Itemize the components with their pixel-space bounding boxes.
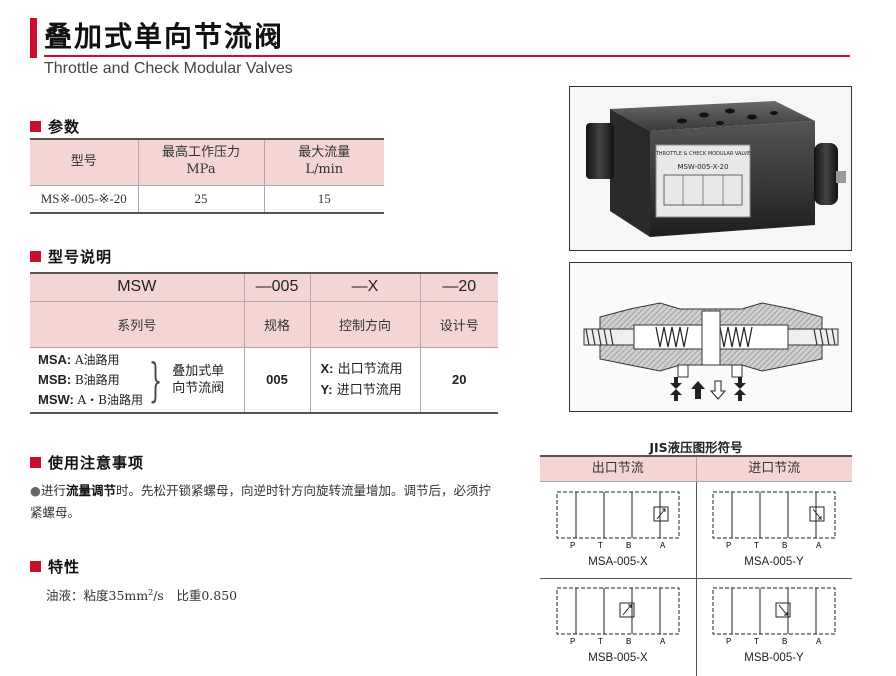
- msb-line: MSB: B油路用: [38, 371, 120, 387]
- model-label-direction: 控制方向: [309, 301, 420, 348]
- msa-line: MSA: A油路用: [38, 351, 120, 367]
- jis-divider: [696, 482, 697, 676]
- model-label-series: 系列号: [30, 301, 244, 348]
- bullet-icon: ●: [30, 483, 41, 498]
- title-underline: [44, 55, 850, 57]
- model-label-size: 规格: [243, 301, 310, 348]
- y-line: Y: 进口节流用: [320, 381, 402, 398]
- msw-line: MSW: A・B油路用: [38, 391, 143, 407]
- svg-text:A: A: [660, 541, 666, 550]
- title-accent-bar: [30, 18, 37, 58]
- svg-text:T: T: [754, 637, 759, 646]
- plate-model: MSW-005-X-20: [677, 163, 728, 171]
- jis-caption-msa-y: MSA-005-Y: [744, 556, 804, 568]
- svg-text:P: P: [726, 637, 731, 646]
- model-code-design: —20: [419, 272, 498, 302]
- svg-text:A: A: [660, 637, 666, 646]
- model-design-cell: 20: [419, 347, 498, 414]
- jis-title: JIS液压图形符号: [649, 440, 743, 455]
- jis-col-out: 出口节流: [591, 461, 644, 476]
- svg-text:B: B: [782, 541, 787, 550]
- page-subtitle: Throttle and Check Modular Valves: [44, 60, 293, 77]
- page-title: 叠加式单向节流阀: [44, 20, 285, 53]
- model-code-series: MSW: [30, 272, 244, 302]
- svg-text:T: T: [598, 541, 603, 550]
- svg-text:T: T: [598, 637, 603, 646]
- svg-text:P: P: [570, 637, 575, 646]
- params-model-cell: MS※-005-※-20: [30, 185, 138, 214]
- model-label-design: 设计号: [419, 301, 498, 348]
- oil-spec: 油液：粘度35mm2/s 比重0.850: [46, 587, 238, 603]
- page-title-bar: 叠加式单向节流阀: [30, 18, 850, 58]
- model-direction-cell: X: 出口节流用 Y: 进口节流用: [309, 347, 420, 414]
- svg-text:P: P: [726, 541, 731, 550]
- valve-section-drawing: [569, 262, 852, 412]
- params-heading: 参数: [30, 116, 80, 137]
- svg-text:P: P: [570, 541, 575, 550]
- plate-text: THROTTLE & CHECK MODULAR VALVE: [655, 151, 751, 157]
- features-heading-text: 特性: [48, 558, 81, 576]
- model-heading: 型号说明: [30, 246, 112, 267]
- jis-divider: [540, 578, 852, 579]
- jis-col-in: 进口节流: [695, 457, 853, 481]
- brace-icon: }: [149, 352, 163, 407]
- svg-text:B: B: [626, 541, 631, 550]
- svg-text:A: A: [816, 541, 822, 550]
- svg-text:T: T: [754, 541, 759, 550]
- usage-text: ●进行流量调节时。先松开锁紧螺母，向逆时针方向旋转流量增加。调节后，必须拧紧螺母…: [30, 483, 491, 520]
- valve-photo: THROTTLE & CHECK MODULAR VALVE MSW-005-X…: [569, 86, 852, 251]
- section-square-icon: [30, 561, 41, 572]
- params-col-model: 型号: [30, 138, 138, 186]
- series-group-label: 叠加式单向节流阀: [172, 363, 225, 396]
- section-square-icon: [30, 251, 41, 262]
- x-line: X: 出口节流用: [320, 360, 403, 377]
- jis-caption-msa-x: MSA-005-X: [588, 556, 648, 568]
- jis-caption-msb-x: MSB-005-X: [588, 652, 648, 664]
- params-flow-cell: 15: [263, 185, 384, 214]
- section-square-icon: [30, 457, 41, 468]
- usage-heading-text: 使用注意事项: [48, 454, 145, 472]
- svg-text:B: B: [782, 637, 787, 646]
- model-code-direction: —X: [309, 272, 420, 302]
- jis-caption-msb-y: MSB-005-Y: [744, 652, 804, 664]
- model-size-cell: 005: [243, 347, 310, 414]
- model-series-cell: MSA: A油路用 MSB: B油路用 MSW: A・B油路用 } 叠加式单向节…: [30, 347, 244, 414]
- params-pressure-cell: 25: [137, 185, 264, 214]
- model-table: MSW —005 —X —20 系列号 规格 控制方向 设计号 MSA: A油路…: [30, 272, 498, 414]
- features-heading: 特性: [30, 556, 80, 577]
- model-code-size: —005: [243, 272, 310, 302]
- params-heading-text: 参数: [48, 118, 81, 136]
- usage-heading: 使用注意事项: [30, 452, 144, 473]
- section-square-icon: [30, 121, 41, 132]
- model-heading-text: 型号说明: [48, 248, 113, 266]
- svg-text:A: A: [816, 637, 822, 646]
- svg-text:B: B: [626, 637, 631, 646]
- table-row: MS※-005-※-20 25 15: [30, 185, 384, 214]
